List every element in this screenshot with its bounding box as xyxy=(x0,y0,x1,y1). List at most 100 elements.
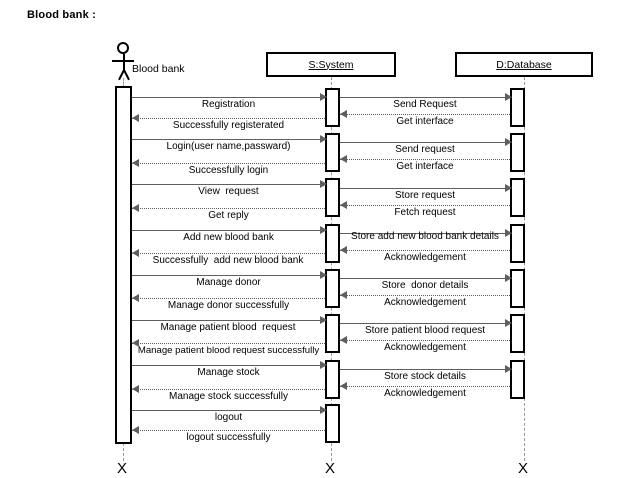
message-label: Get interface xyxy=(396,116,454,127)
message-line xyxy=(340,159,510,160)
arrowhead-left-icon xyxy=(132,249,139,257)
message-line xyxy=(340,278,510,279)
activation-bar-system xyxy=(325,269,340,308)
activation-bar-system xyxy=(325,224,340,263)
message-label: Manage patient blood request successfull… xyxy=(137,345,320,356)
arrowhead-left-icon xyxy=(340,336,347,344)
arrowhead-right-icon xyxy=(505,184,512,192)
activation-bar-database xyxy=(510,224,525,263)
message-label: Store request xyxy=(394,190,456,201)
message-line xyxy=(132,410,325,411)
arrowhead-left-icon xyxy=(132,385,139,393)
message-label: Store patient blood request xyxy=(364,325,486,336)
activation-bar-system xyxy=(325,88,340,127)
message-line xyxy=(132,208,325,209)
actor-arms-icon xyxy=(112,60,134,62)
lifeline-header-system-label: S:System xyxy=(308,58,354,71)
actor-leg-right-icon xyxy=(123,69,130,81)
arrowhead-left-icon xyxy=(340,155,347,163)
page-title: Blood bank : xyxy=(27,9,97,21)
message-label: Send Request xyxy=(393,99,457,110)
arrowhead-right-icon xyxy=(505,274,512,282)
arrowhead-left-icon xyxy=(132,339,139,347)
message-line xyxy=(132,275,325,276)
message-line xyxy=(340,250,510,251)
message-line xyxy=(340,295,510,296)
message-line xyxy=(340,142,510,143)
arrowhead-right-icon xyxy=(320,180,327,188)
arrowhead-left-icon xyxy=(132,426,139,434)
message-line xyxy=(132,230,325,231)
actor-body-icon xyxy=(123,54,125,70)
message-line xyxy=(132,139,325,140)
message-label: Successfully add new blood bank xyxy=(152,255,304,266)
lifeline-header-database-label: D:Database xyxy=(496,58,552,71)
message-line xyxy=(132,430,325,431)
message-label: Manage stock xyxy=(197,367,260,378)
message-label: Store stock details xyxy=(384,371,466,382)
message-label: Manage stock successfully xyxy=(169,391,288,402)
arrowhead-left-icon xyxy=(132,159,139,167)
activation-bar-system xyxy=(325,133,340,172)
message-label: Store add new blood bank details xyxy=(351,231,499,242)
message-label: Manage donor xyxy=(196,277,261,288)
message-line xyxy=(340,233,510,234)
arrowhead-right-icon xyxy=(320,135,327,143)
activation-bar-database xyxy=(510,360,525,399)
message-line xyxy=(132,298,325,299)
message-label: Store donor details xyxy=(381,280,469,291)
message-line xyxy=(132,163,325,164)
lifeline-dash-actor xyxy=(123,78,124,88)
message-label: Acknowledgement xyxy=(384,388,466,399)
arrowhead-left-icon xyxy=(340,246,347,254)
message-label: View request xyxy=(198,186,259,197)
message-line xyxy=(340,188,510,189)
message-label: Acknowledgement xyxy=(384,297,466,308)
message-line xyxy=(132,97,325,98)
activation-bar-database xyxy=(510,314,525,353)
activation-bar-database xyxy=(510,269,525,308)
message-label: logout successfully xyxy=(186,432,271,443)
lifeline-dash-actor-end xyxy=(123,443,124,461)
message-line xyxy=(340,369,510,370)
activation-bar-actor xyxy=(115,86,132,444)
lifeline-header-database[interactable]: D:Database xyxy=(455,52,593,77)
terminator-system: X xyxy=(325,460,336,477)
actor-head-icon xyxy=(117,42,129,54)
arrowhead-right-icon xyxy=(505,229,512,237)
terminator-actor: X xyxy=(117,460,128,477)
activation-bar-system xyxy=(325,404,340,443)
message-label: Get interface xyxy=(396,161,454,172)
message-label: Manage patient blood request xyxy=(160,322,296,333)
arrowhead-left-icon xyxy=(340,201,347,209)
message-label: Manage donor successfully xyxy=(167,300,290,311)
arrowhead-right-icon xyxy=(505,319,512,327)
activation-bar-system xyxy=(325,314,340,353)
arrowhead-right-icon xyxy=(320,271,327,279)
message-label: Registration xyxy=(201,99,256,110)
arrowhead-left-icon xyxy=(340,110,347,118)
arrowhead-right-icon xyxy=(320,361,327,369)
message-label: Successfully login xyxy=(188,165,269,176)
arrowhead-left-icon xyxy=(340,291,347,299)
arrowhead-left-icon xyxy=(132,114,139,122)
message-label: Send request xyxy=(395,144,455,155)
activation-bar-database xyxy=(510,88,525,127)
arrowhead-right-icon xyxy=(320,93,327,101)
arrowhead-right-icon xyxy=(320,226,327,234)
message-label: Acknowledgement xyxy=(384,342,466,353)
message-label: Get reply xyxy=(208,210,249,221)
activation-bar-database xyxy=(510,178,525,217)
message-line xyxy=(340,323,510,324)
actor-label: Blood bank xyxy=(132,63,185,75)
message-label: Fetch request xyxy=(394,207,456,218)
message-line xyxy=(132,389,325,390)
message-label: Add new blood bank xyxy=(183,232,274,243)
lifeline-header-system[interactable]: S:System xyxy=(266,52,396,77)
activation-bar-system xyxy=(325,178,340,217)
message-line xyxy=(132,343,325,344)
message-line xyxy=(340,205,510,206)
arrowhead-left-icon xyxy=(132,204,139,212)
message-line xyxy=(132,253,325,254)
arrowhead-right-icon xyxy=(505,138,512,146)
